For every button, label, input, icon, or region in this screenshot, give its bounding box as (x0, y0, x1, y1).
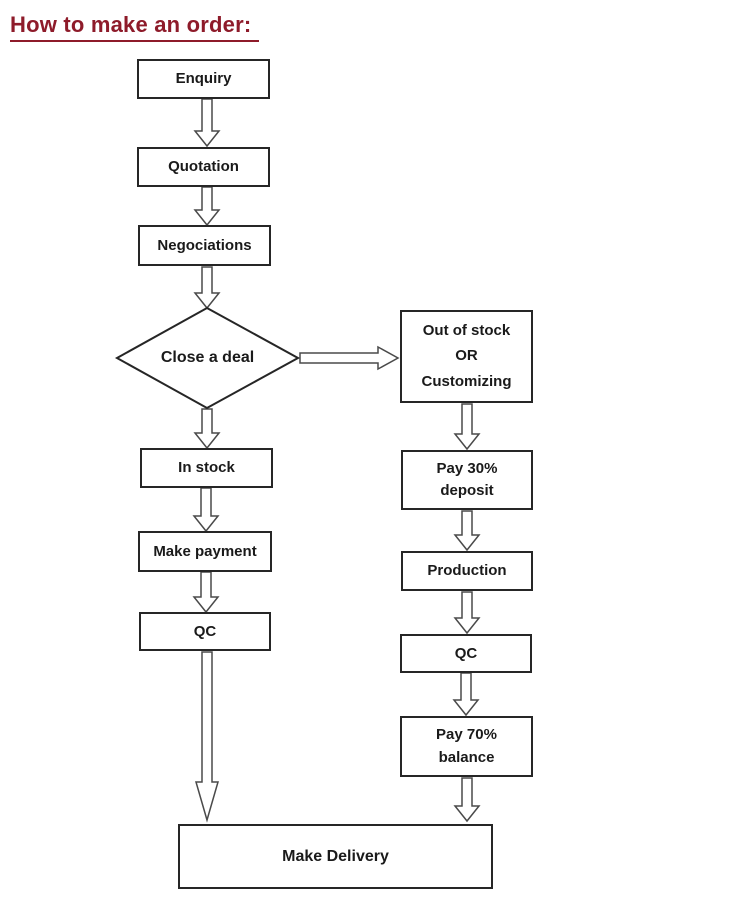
node-negociations: Negociations (138, 225, 271, 266)
node-make-payment-label: Make payment (153, 542, 257, 560)
arrow-make-payment-to-qc (192, 571, 220, 614)
node-pay-70-line-1: Pay 70% (436, 726, 497, 744)
node-out-of-stock-or-customizing: Out of stock OR Customizing (400, 310, 533, 403)
node-production-label: Production (427, 562, 507, 579)
node-pay-70-balance: Pay 70% balance (400, 716, 533, 777)
node-negociations-label: Negociations (157, 236, 252, 254)
node-quotation: Quotation (137, 147, 270, 187)
close-a-deal-diamond-shape (114, 306, 301, 410)
arrow-qc-to-make-delivery-long (195, 651, 219, 823)
node-qc-right: QC (400, 634, 532, 673)
arrow-qc-to-pay-70 (452, 672, 480, 717)
node-out-of-stock-line-3: Customizing (421, 373, 512, 391)
node-pay-30-line-2: deposit (440, 482, 494, 499)
arrow-in-stock-to-make-payment (192, 487, 220, 533)
node-out-of-stock-line-1: Out of stock (422, 321, 511, 339)
node-make-delivery: Make Delivery (178, 824, 493, 889)
node-qc-left-label: QC (193, 622, 217, 640)
arrow-quotation-to-negociations (193, 186, 221, 227)
node-quotation-label: Quotation (168, 158, 239, 175)
arrow-enquiry-to-quotation (193, 98, 221, 148)
node-enquiry: Enquiry (137, 59, 270, 99)
node-pay-30-deposit: Pay 30% deposit (401, 450, 533, 510)
node-pay-30-line-1: Pay 30% (436, 460, 498, 477)
node-qc-right-label: QC (454, 644, 478, 662)
arrow-production-to-qc (453, 591, 481, 635)
decision-close-a-deal: Close a deal (117, 308, 298, 408)
node-make-payment: Make payment (138, 531, 272, 572)
node-production: Production (401, 551, 533, 591)
node-out-of-stock-line-2: OR (455, 347, 478, 365)
arrow-close-a-deal-to-out-of-stock (299, 345, 400, 371)
decision-close-a-deal-label: Close a deal (160, 349, 255, 366)
arrow-negociations-to-close-a-deal (193, 266, 221, 310)
node-enquiry-label: Enquiry (175, 70, 232, 87)
node-qc-left: QC (139, 612, 271, 651)
arrow-pay-70-to-make-delivery (453, 777, 481, 823)
node-pay-70-line-2: balance (438, 748, 495, 766)
arrow-out-of-stock-to-pay-30 (453, 403, 481, 451)
arrow-pay-30-to-production (453, 510, 481, 552)
page-title: How to make an order: (10, 12, 260, 42)
node-make-delivery-label: Make Delivery (282, 847, 389, 865)
node-in-stock: In stock (140, 448, 273, 488)
arrow-close-a-deal-to-in-stock (193, 408, 221, 450)
node-in-stock-label: In stock (178, 459, 235, 476)
